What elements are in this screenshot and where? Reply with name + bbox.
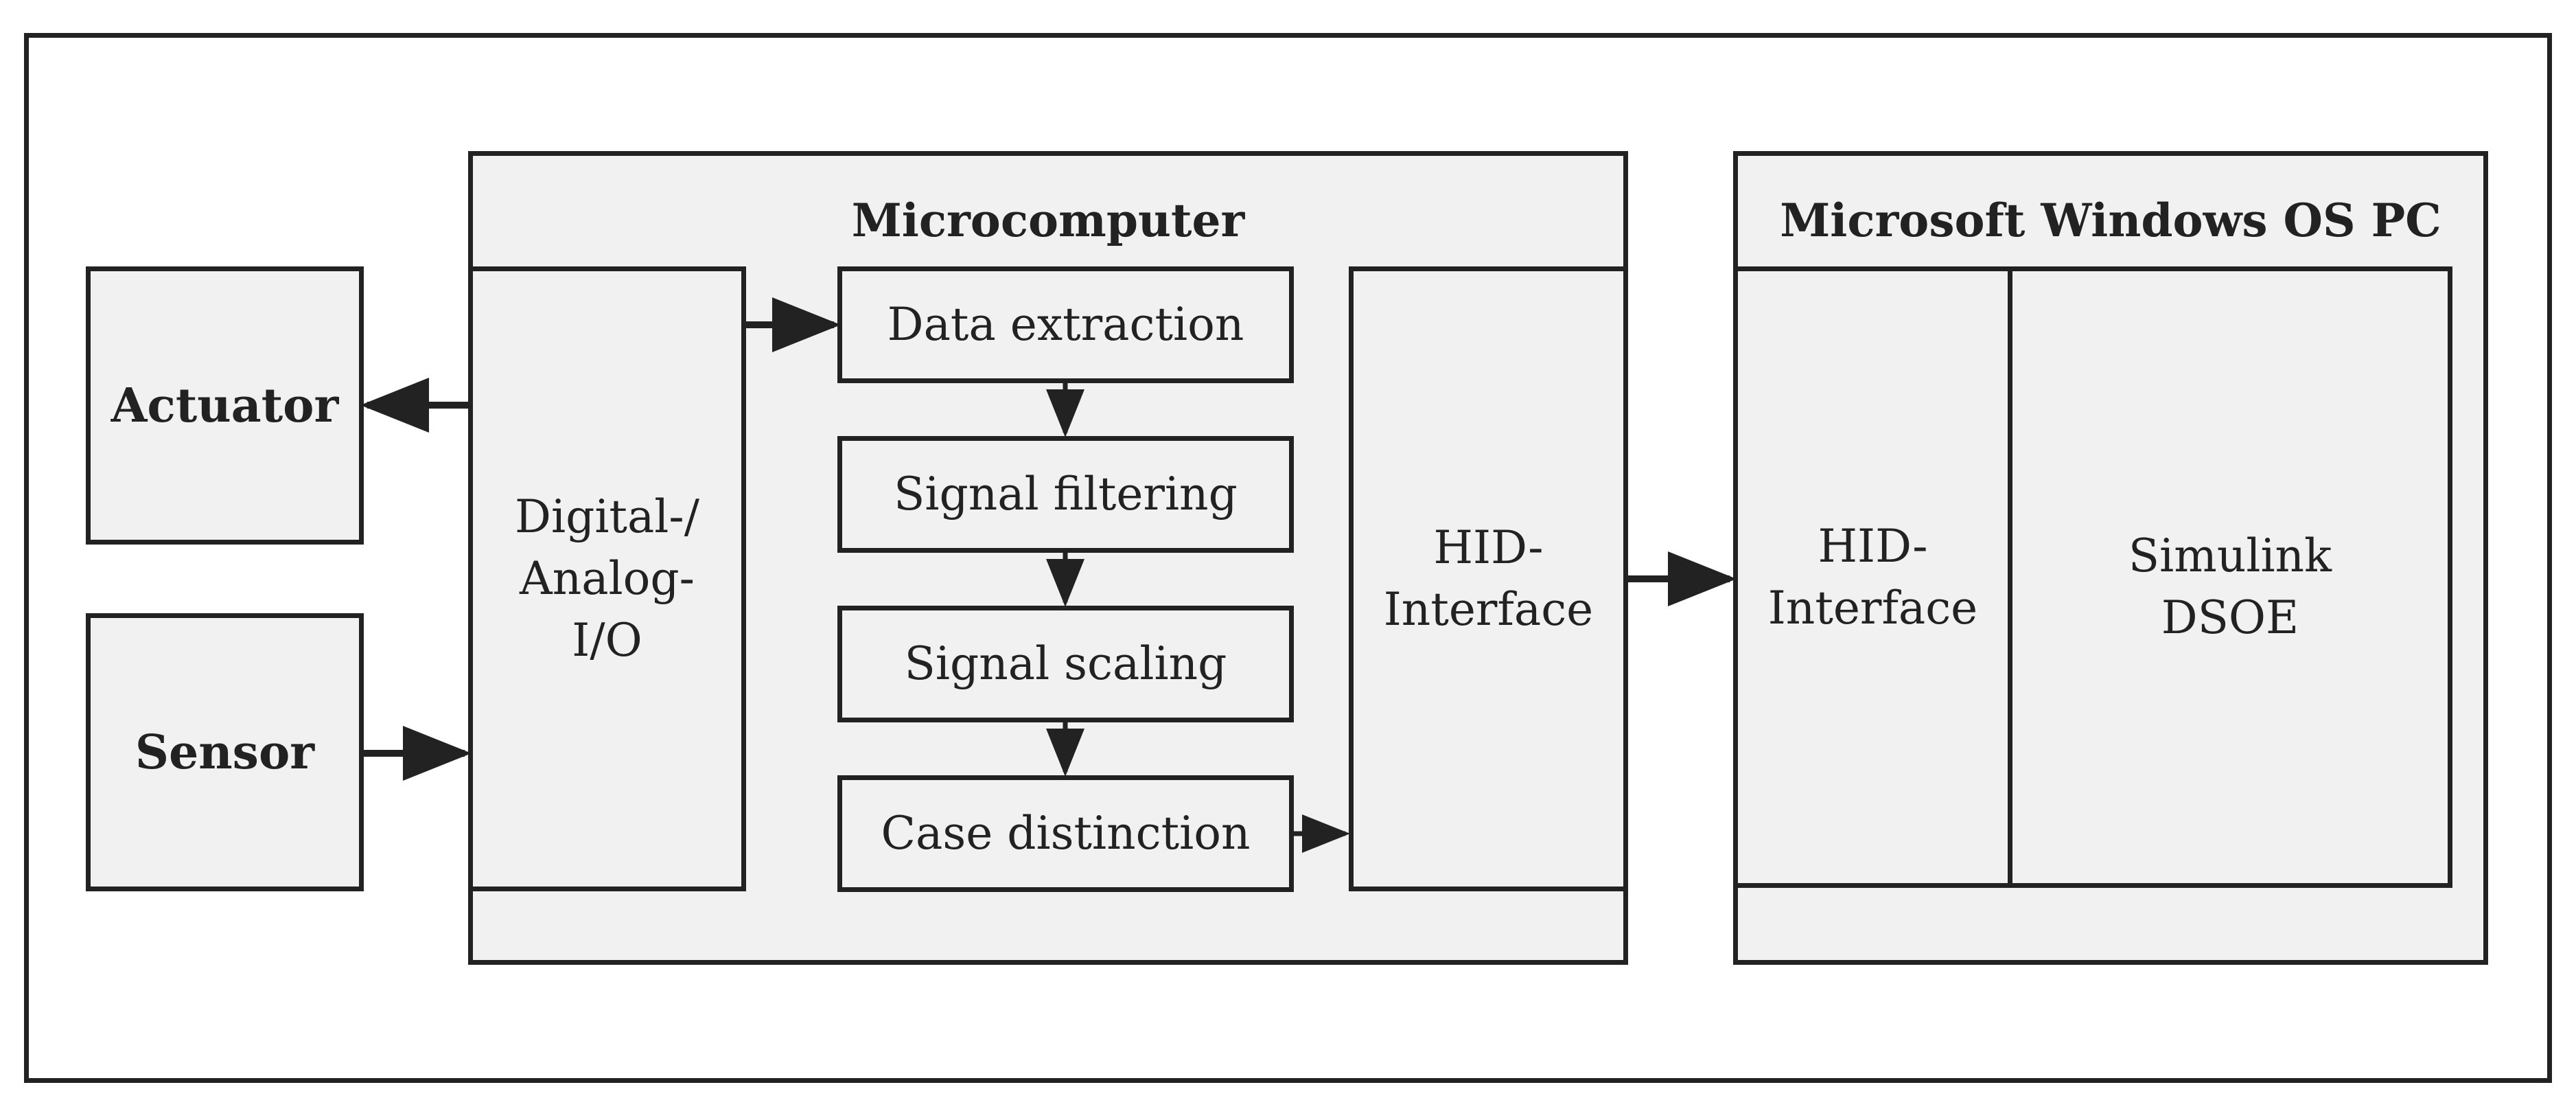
- hid-interface-micro-label: HID- Interface: [1383, 521, 1594, 636]
- simulink-dsoe-label: Simulink DSOE: [2128, 529, 2332, 644]
- actuator-label: Actuator: [111, 378, 339, 433]
- hid-interface-pc-label: HID- Interface: [1767, 519, 1978, 634]
- data-extraction-block: Data extraction: [837, 266, 1294, 383]
- signal-filtering-block: Signal filtering: [837, 436, 1294, 553]
- signal-scaling-label: Signal scaling: [904, 637, 1227, 690]
- actuator-block: Actuator: [86, 266, 364, 545]
- microcomputer-title: Microcomputer: [851, 194, 1245, 247]
- data-extraction-label: Data extraction: [887, 298, 1244, 351]
- hid-interface-micro-block: HID- Interface: [1349, 266, 1628, 891]
- sensor-block: Sensor: [86, 613, 364, 891]
- case-distinction-label: Case distinction: [881, 807, 1251, 860]
- signal-scaling-block: Signal scaling: [837, 606, 1294, 722]
- digital-analog-io-block: Digital-/ Analog- I/O: [468, 266, 746, 891]
- pc-title: Microsoft Windows OS PC: [1780, 194, 2441, 247]
- case-distinction-block: Case distinction: [837, 775, 1294, 892]
- signal-filtering-label: Signal filtering: [894, 468, 1238, 521]
- digital-analog-io-label: Digital-/ Analog- I/O: [515, 490, 699, 667]
- hid-interface-pc-block: HID- Interface: [1733, 266, 2012, 888]
- sensor-label: Sensor: [135, 724, 315, 780]
- simulink-dsoe-block: Simulink DSOE: [2008, 266, 2452, 888]
